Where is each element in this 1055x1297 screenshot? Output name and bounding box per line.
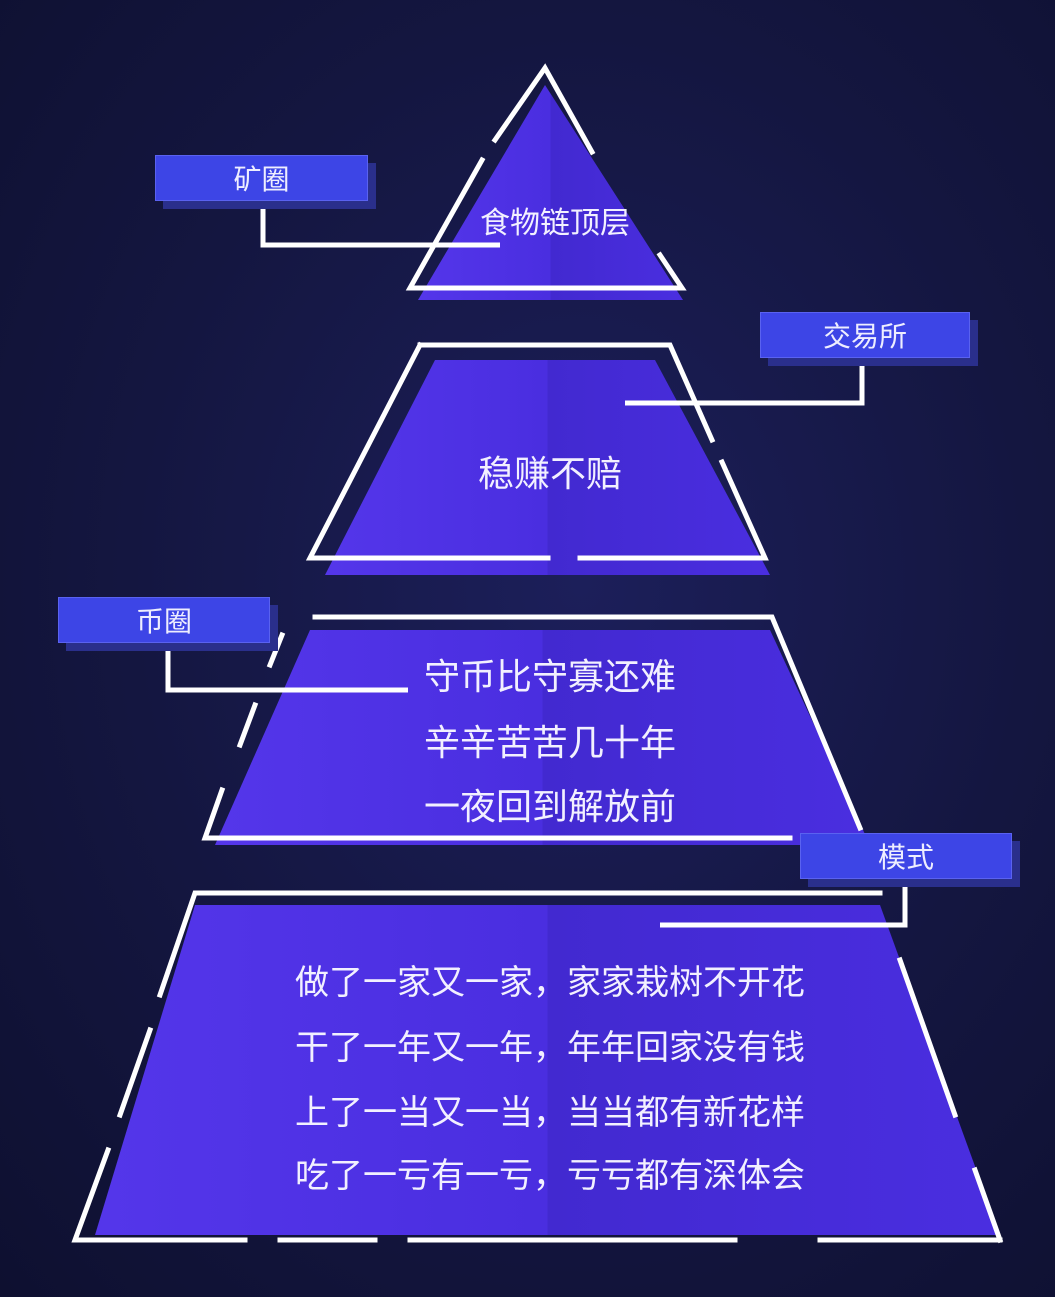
connector-3 xyxy=(165,648,408,693)
tier-2-text: 稳赚不赔 xyxy=(477,454,622,495)
tier-3-outline xyxy=(312,614,864,832)
connectors xyxy=(165,205,908,928)
tier-2-shape xyxy=(325,360,770,575)
tier-1-text: 食物链顶层 xyxy=(480,206,630,241)
tier-3-line: 辛辛苦苦几十年 xyxy=(423,723,676,764)
connector-1 xyxy=(260,205,500,248)
tier-1-shape xyxy=(418,85,683,300)
tier-4-line: 做了一家又一家，家家栽树不开花 xyxy=(295,963,805,1003)
label-model: 模式 xyxy=(800,833,1012,879)
tier-3-line: 一夜回到解放前 xyxy=(423,787,676,828)
label-coin: 币圈 xyxy=(58,597,270,643)
tier-2-outline xyxy=(417,342,716,444)
tier-3-line: 守币比守寡还难 xyxy=(423,657,676,698)
connector-4 xyxy=(660,885,908,928)
tier-4-line: 吃了一亏有一亏，亏亏都有深体会 xyxy=(295,1156,805,1196)
tier-4-line: 上了一当又一当，当当都有新花样 xyxy=(295,1093,805,1133)
label-exchange: 交易所 xyxy=(760,312,970,358)
tier-4-shape xyxy=(95,905,1000,1235)
connector-2 xyxy=(625,362,865,406)
label-mining: 矿圈 xyxy=(155,155,368,201)
tier-3-shape xyxy=(215,630,870,845)
tier-4-line: 干了一年又一年，年年回家没有钱 xyxy=(295,1028,805,1068)
tier-4-outline xyxy=(156,890,883,999)
tier-1-outline xyxy=(491,63,596,156)
